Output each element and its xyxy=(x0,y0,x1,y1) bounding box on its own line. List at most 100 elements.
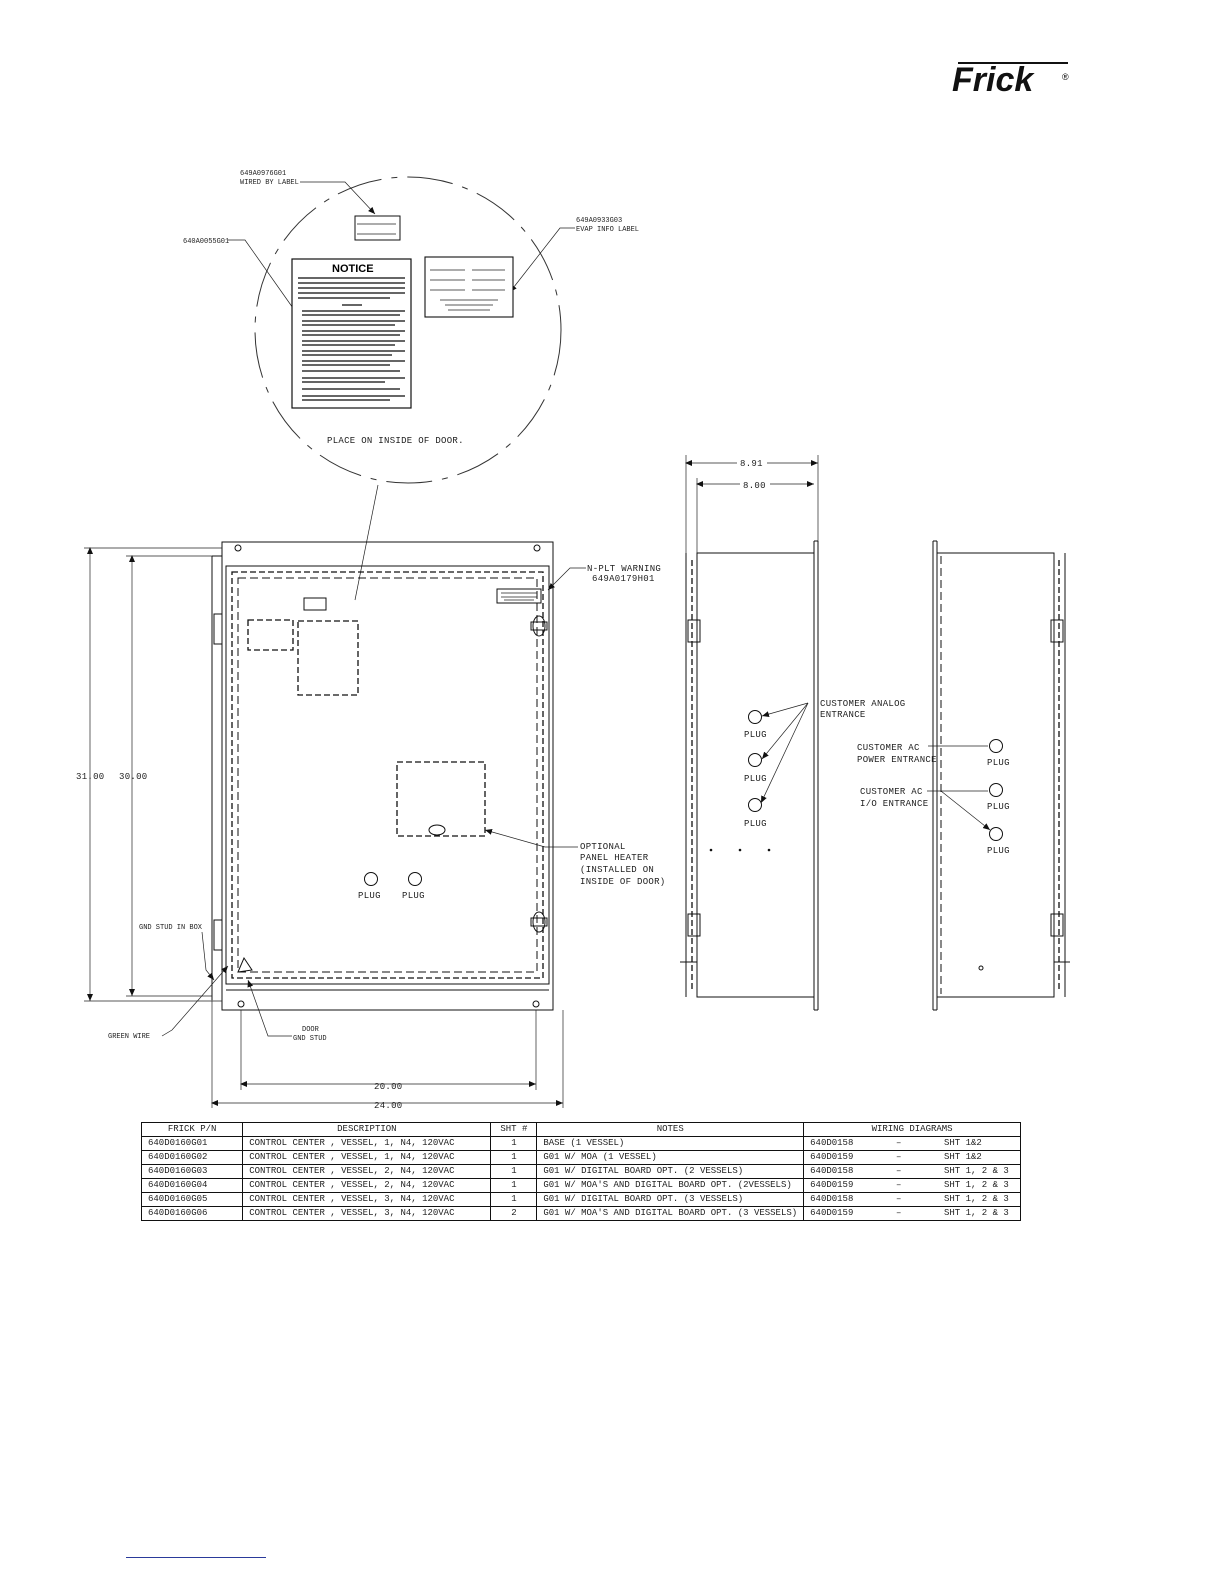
wiring-diagram: 640D0158 xyxy=(810,1138,854,1148)
ac-io-line2: I/O ENTRANCE xyxy=(860,799,928,809)
wired-by-label-desc: WIRED BY LABEL xyxy=(240,179,299,187)
wiring-dash: – xyxy=(895,1152,902,1162)
table-row: 640D0160G03 CONTROL CENTER , VESSEL, 2, … xyxy=(140,1164,1021,1179)
wiring-dash: – xyxy=(895,1194,902,1204)
side-plug-1 xyxy=(748,710,762,724)
wiring-dash: – xyxy=(895,1166,902,1176)
heater-callout-line4: INSIDE OF DOOR) xyxy=(580,877,666,887)
front-flange xyxy=(221,541,554,1011)
evap-leader xyxy=(509,227,575,293)
cell-notes: BASE (1 VESSEL) xyxy=(536,1136,805,1151)
right-plug-3 xyxy=(989,827,1003,841)
wired-by-label-pn: 649A0976G01 xyxy=(240,170,286,178)
col-header-wiring: WIRING DIAGRAMS xyxy=(803,1122,1021,1137)
wiring-sheets: SHT 1, 2 & 3 xyxy=(944,1180,1009,1190)
evap-label-desc: EVAP INFO LABEL xyxy=(576,226,639,234)
cell-wiring: 640D0158–SHT 1, 2 & 3 xyxy=(803,1192,1021,1207)
wiring-sheets: SHT 1&2 xyxy=(944,1138,982,1148)
heater-leader xyxy=(484,829,578,848)
panel-heater xyxy=(396,761,486,837)
right-plug-3-label: PLUG xyxy=(987,846,1010,856)
evap-info-label xyxy=(424,256,514,318)
cell-pn: 640D0160G06 xyxy=(140,1206,244,1221)
footer-rule xyxy=(126,1557,266,1558)
table-row: 640D0160G05 CONTROL CENTER , VESSEL, 3, … xyxy=(140,1192,1021,1207)
front-plug-2-label: PLUG xyxy=(402,891,425,901)
wiring-dash: – xyxy=(895,1138,902,1148)
cell-sht: 1 xyxy=(490,1150,538,1165)
notice-text-block xyxy=(298,277,405,401)
ac-power-line2: POWER ENTRANCE xyxy=(857,755,937,765)
lower-latch xyxy=(532,911,546,933)
right-plug-1-label: PLUG xyxy=(987,758,1010,768)
cell-wiring: 640D0158 – SHT 1&2 xyxy=(803,1136,1021,1151)
cell-wiring: 640D0159–SHT 1&2 xyxy=(803,1150,1021,1165)
wired-by-label xyxy=(354,215,401,241)
place-on-door-note: PLACE ON INSIDE OF DOOR. xyxy=(327,436,464,446)
wiring-diagram: 640D0158 xyxy=(810,1166,854,1176)
warning-callout-line2: 649A0179H01 xyxy=(592,574,655,584)
door-inner-line xyxy=(237,577,538,973)
heater-callout-line2: PANEL HEATER xyxy=(580,853,649,863)
notice-label xyxy=(291,258,412,409)
wiring-sheets: SHT 1, 2 & 3 xyxy=(944,1166,1009,1176)
component-a xyxy=(247,619,294,651)
warning-plate xyxy=(496,588,542,604)
evap-label-pn: 649A0933G03 xyxy=(576,217,622,225)
cell-description: CONTROL CENTER , VESSEL, 2, N4, 120VAC xyxy=(242,1164,492,1179)
gnd-stud-box-label: GND STUD IN BOX xyxy=(139,924,203,932)
wiring-sheets: SHT 1, 2 & 3 xyxy=(944,1194,1009,1204)
front-view: PLUG PLUG N-PLT WARNING 649A0179H01 OPTI… xyxy=(76,541,666,1111)
wiring-sheets: SHT 1, 2 & 3 xyxy=(944,1208,1009,1218)
wiring-diagram: 640D0159 xyxy=(810,1180,854,1190)
col-header-pn: FRICK P/N xyxy=(140,1122,244,1137)
cell-wiring: 640D0159–SHT 1, 2 & 3 xyxy=(803,1206,1021,1221)
door-gnd-label-1: DOOR xyxy=(302,1026,320,1034)
warning-leader xyxy=(547,567,586,591)
wiring-sheets: SHT 1&2 xyxy=(944,1152,982,1162)
green-wire-leader xyxy=(161,965,229,1037)
cell-sht: 1 xyxy=(490,1136,538,1151)
col-header-description: DESCRIPTION xyxy=(242,1122,492,1137)
small-label-rect xyxy=(303,597,327,611)
notice-leader xyxy=(228,239,301,319)
height-outer-value: 31.00 xyxy=(76,772,105,782)
ac-io-line1: CUSTOMER AC xyxy=(860,787,923,797)
heater-callout-line1: OPTIONAL xyxy=(580,842,626,852)
ac-power-line1: CUSTOMER AC xyxy=(857,743,920,753)
logo-wordmark: Frick xyxy=(952,61,1035,99)
col-header-notes: NOTES xyxy=(536,1122,805,1137)
side-plug-2-label: PLUG xyxy=(744,774,767,784)
right-plug-2 xyxy=(989,783,1003,797)
front-plug-2 xyxy=(408,872,422,886)
gnd-stud-leader xyxy=(201,931,215,981)
side-upper-hinge xyxy=(687,619,701,643)
upper-hinge xyxy=(213,613,223,645)
cell-notes: G01 W/ MOA'S AND DIGITAL BOARD OPT. (2VE… xyxy=(536,1178,805,1193)
warning-callout-line1: N-PLT WARNING xyxy=(587,564,661,574)
cell-wiring: 640D0158 – SHT 1, 2 & 3 xyxy=(803,1164,1021,1179)
side-lower-hinge xyxy=(687,913,701,937)
cell-sht: 1 xyxy=(490,1192,538,1207)
detail-boundary xyxy=(254,176,562,484)
depth-outer-value: 8.91 xyxy=(740,459,763,469)
wiring-dash: – xyxy=(895,1208,902,1218)
ground-symbol xyxy=(237,956,253,973)
cell-pn: 640D0160G04 xyxy=(140,1178,244,1193)
heater-thermostat xyxy=(428,824,446,836)
table-row: 640D0160G01 CONTROL CENTER , VESSEL, 1, … xyxy=(140,1136,1021,1151)
green-wire-label: GREEN WIRE xyxy=(108,1033,150,1041)
cell-description: CONTROL CENTER , VESSEL, 1, N4, 120VAC xyxy=(242,1136,492,1151)
side-plug-3 xyxy=(748,798,762,812)
cell-notes: G01 W/ DIGITAL BOARD OPT. (3 VESSELS) xyxy=(536,1192,805,1207)
table-row: 640D0160G04 CONTROL CENTER , VESSEL, 2, … xyxy=(140,1178,1021,1193)
notice-title: NOTICE xyxy=(332,263,374,275)
width-outer-value: 24.00 xyxy=(374,1101,403,1111)
depth-inner-value: 8.00 xyxy=(743,481,766,491)
cell-sht: 1 xyxy=(490,1164,538,1179)
cell-pn: 640D0160G02 xyxy=(140,1150,244,1165)
cell-wiring: 640D0159–SHT 1, 2 & 3 xyxy=(803,1178,1021,1193)
table-row: 640D0160G06 CONTROL CENTER , VESSEL, 3, … xyxy=(140,1206,1021,1221)
right-body xyxy=(936,552,1055,998)
upper-latch xyxy=(532,615,546,637)
